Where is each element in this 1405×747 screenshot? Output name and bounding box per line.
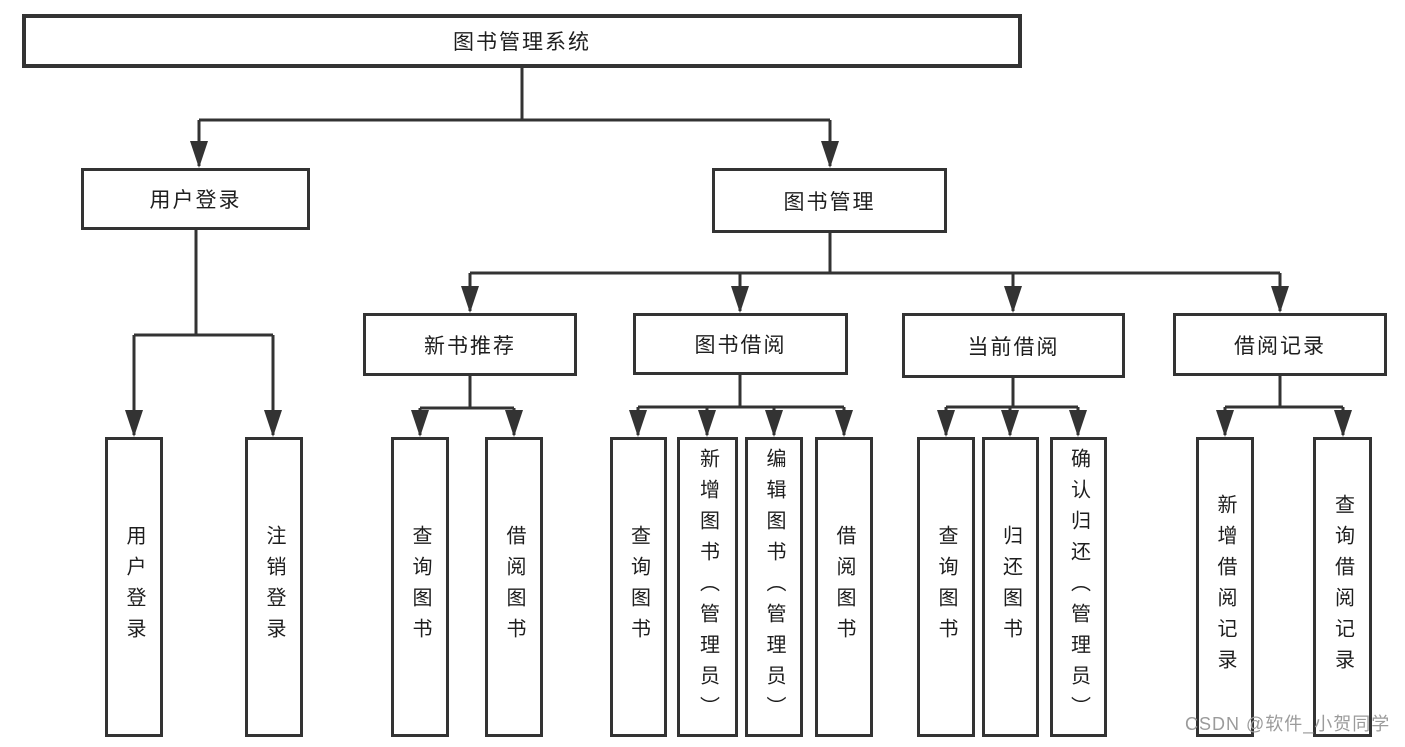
leaf-borrow-edit: 编辑图书（管理员） — [745, 437, 803, 737]
leaf-current-confirm: 确认归还（管理员） — [1050, 437, 1107, 737]
leaf-records-add: 新增借阅记录 — [1196, 437, 1254, 737]
leaf-newbooks-query: 查询图书 — [391, 437, 449, 737]
leaf-user-login: 用户登录 — [105, 437, 163, 737]
leaf-current-query: 查询图书 — [917, 437, 975, 737]
leaf-current-return: 归还图书 — [982, 437, 1039, 737]
node-book-borrow: 图书借阅 — [633, 313, 848, 375]
node-borrow-records: 借阅记录 — [1173, 313, 1387, 376]
node-user-login: 用户登录 — [81, 168, 310, 230]
arrowheads — [125, 141, 1352, 437]
leaf-records-query: 查询借阅记录 — [1313, 437, 1372, 737]
watermark-text: CSDN @软件_小贺同学 — [1185, 714, 1391, 734]
leaf-newbooks-borrow: 借阅图书 — [485, 437, 543, 737]
node-current-borrow: 当前借阅 — [902, 313, 1125, 378]
leaf-borrow-add: 新增图书（管理员） — [677, 437, 738, 737]
leaf-borrow-borrow: 借阅图书 — [815, 437, 873, 737]
leaf-borrow-query: 查询图书 — [610, 437, 667, 737]
node-root: 图书管理系统 — [22, 14, 1022, 68]
node-book-mgmt: 图书管理 — [712, 168, 947, 233]
node-new-books: 新书推荐 — [363, 313, 577, 376]
leaf-logout: 注销登录 — [245, 437, 303, 737]
